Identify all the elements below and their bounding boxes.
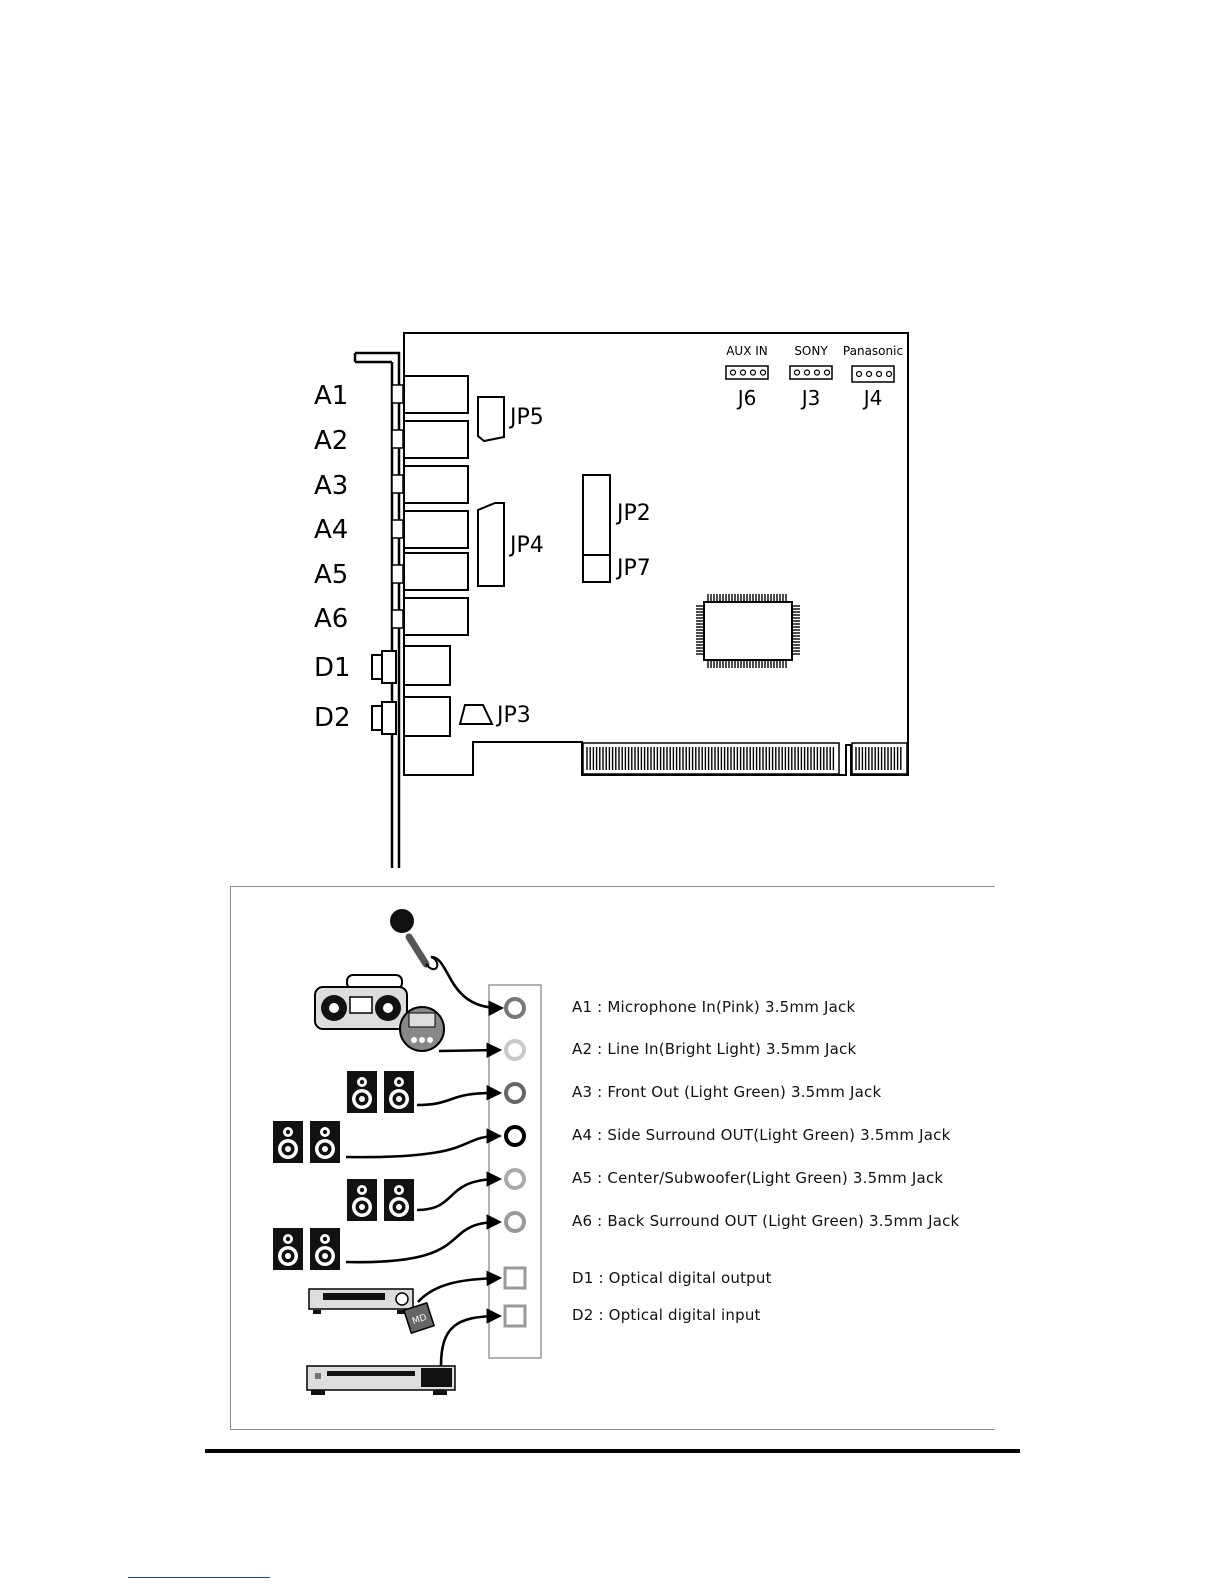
label-a6: A6	[314, 604, 348, 634]
header-j6	[725, 365, 769, 380]
jack-a6	[403, 597, 469, 636]
label-a2: A2	[314, 426, 348, 456]
pci-edge-connector	[582, 742, 908, 775]
optical-d2	[403, 696, 451, 737]
panel-jack-a6	[504, 1211, 526, 1233]
sound-card-diagram: A1 A2 A3 A4 A5 A6 D1 D2 JP5 JP4 JP2 JP7 …	[314, 332, 909, 868]
header-j6-top: AUX IN	[726, 344, 768, 358]
footer-link-underline	[128, 1577, 270, 1578]
label-a4: A4	[314, 515, 348, 545]
header-connectors: AUX IN SONY Panasonic J6 J3 J4	[725, 344, 903, 410]
pcb-outline	[403, 332, 909, 776]
legend-d1: D1 : Optical digital output	[572, 1269, 772, 1287]
legend-a5: A5 : Center/Subwoofer(Light Green) 3.5mm…	[572, 1169, 944, 1187]
jack-a3	[403, 465, 469, 504]
jp7-label: JP7	[615, 556, 651, 581]
jack-labels: A1 A2 A3 A4 A5 A6 D1 D2	[314, 381, 351, 733]
jack-tabs	[391, 384, 404, 629]
panel-jacks	[503, 997, 527, 1328]
panel-jack-a2	[504, 1039, 526, 1061]
optical-d1	[403, 645, 451, 686]
header-j3	[789, 365, 833, 380]
jp2-label: JP2	[615, 501, 651, 526]
jp4-label: JP4	[508, 533, 544, 558]
legend-a1: A1 : Microphone In(Pink) 3.5mm Jack	[572, 998, 856, 1016]
label-d2: D2	[314, 703, 351, 733]
panel-jack-a5	[504, 1168, 526, 1190]
jumper-jp5	[477, 396, 505, 443]
boombox-icon	[314, 974, 408, 1030]
connection-illustration: MD	[273, 909, 542, 1395]
header-j4-label: J4	[862, 386, 883, 410]
jumper-jp7	[582, 554, 611, 583]
footer-rule	[205, 1449, 1020, 1453]
jumpers	[458, 396, 611, 725]
panel-jack-a1	[504, 997, 526, 1019]
jp5-label: JP5	[508, 405, 544, 430]
panel-jack-a4	[504, 1125, 526, 1147]
label-a3: A3	[314, 471, 348, 501]
header-j4	[851, 365, 895, 383]
header-j3-label: J3	[800, 386, 821, 410]
jack-a2	[403, 420, 469, 459]
jp3-label: JP3	[495, 703, 531, 728]
jack-a1	[403, 375, 469, 414]
legend-a3: A3 : Front Out (Light Green) 3.5mm Jack	[572, 1083, 882, 1101]
panel-jack-a3	[504, 1082, 526, 1104]
legend-d2: D2 : Optical digital input	[572, 1306, 761, 1324]
header-j3-top: SONY	[794, 344, 828, 358]
jumper-jp3	[458, 704, 494, 725]
microphone-icon	[390, 909, 439, 971]
header-j6-label: J6	[736, 386, 757, 410]
legend-a2: A2 : Line In(Bright Light) 3.5mm Jack	[572, 1040, 857, 1058]
amplifier-icon	[306, 1365, 456, 1395]
label-a5: A5	[314, 560, 348, 590]
optical-connectors	[371, 645, 451, 737]
cd-player-icon	[399, 1006, 445, 1052]
panel-jack-d2	[503, 1304, 527, 1328]
label-d1: D1	[314, 653, 351, 683]
jumper-jp4	[477, 502, 505, 587]
speaker-icon	[273, 1071, 414, 1270]
legend-a6: A6 : Back Surround OUT (Light Green) 3.5…	[572, 1212, 960, 1230]
jumper-jp2	[582, 474, 611, 556]
legend-a4: A4 : Side Surround OUT(Light Green) 3.5m…	[572, 1126, 951, 1144]
label-a1: A1	[314, 381, 348, 411]
header-j4-top: Panasonic	[843, 344, 903, 358]
audio-jack-blocks	[403, 375, 469, 636]
jack-a5	[403, 552, 469, 591]
minidisc-recorder-icon	[308, 1288, 414, 1314]
main-chip	[696, 594, 800, 668]
panel-jack-d1	[503, 1266, 527, 1290]
minidisc-label: MD	[411, 1313, 428, 1327]
connection-panel: MD A1 : Microphone In(Pink) 3.5mm Jack A…	[230, 886, 995, 1430]
jack-a4	[403, 510, 469, 549]
cables	[345, 955, 505, 1367]
minidisc-icon: MD	[402, 1301, 436, 1335]
